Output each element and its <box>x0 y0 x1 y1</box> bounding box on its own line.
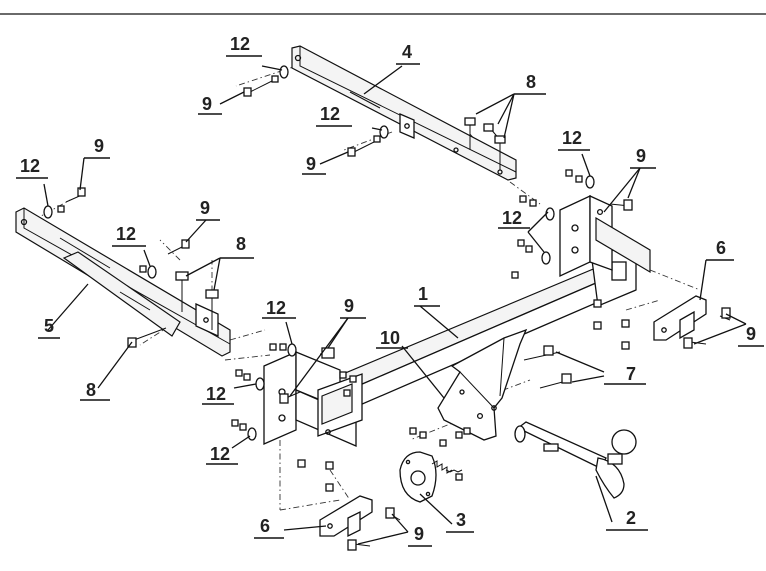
left-end-plate <box>263 351 363 447</box>
callout-12-right-top: 12 <box>562 128 582 148</box>
part-6-lower-bracket-right <box>653 295 707 341</box>
callout-9-right-top: 9 <box>636 146 646 166</box>
callout-9-bottom: 9 <box>414 524 424 544</box>
part-6-lower-bracket-left <box>319 495 373 538</box>
callout-12-left: 12 <box>20 156 40 176</box>
fasteners <box>43 65 731 551</box>
callout-6-left: 6 <box>260 516 270 536</box>
callout-12-upper-mid: 12 <box>320 104 340 124</box>
callout-10: 10 <box>380 328 400 348</box>
callout-2: 2 <box>626 508 636 528</box>
callout-4: 4 <box>402 42 412 62</box>
callout-12-lower-left: 12 <box>206 384 226 404</box>
callout-3: 3 <box>456 510 466 530</box>
callout-12-bottom-left: 12 <box>210 444 230 464</box>
callout-labels: 1 2 3 4 5 6 6 7 8 8 8 9 9 9 9 9 9 <box>16 34 764 547</box>
callout-9-center: 9 <box>344 296 354 316</box>
part-4-side-bracket <box>291 45 517 181</box>
part-5-side-bracket <box>15 207 231 357</box>
part-3-socket-plate <box>399 451 463 503</box>
callout-12-top: 12 <box>230 34 250 54</box>
part-2-tow-ball <box>514 421 637 499</box>
callout-8-mid: 8 <box>236 234 246 254</box>
callout-12-center: 12 <box>266 298 286 318</box>
callout-9-top-left: 9 <box>202 94 212 114</box>
callout-8-low: 8 <box>86 380 96 400</box>
part-10-ball-mount-plate <box>437 328 528 441</box>
callout-9-left-mid: 9 <box>200 198 210 218</box>
callout-9-upper-mid: 9 <box>306 154 316 174</box>
callout-6-right: 6 <box>716 238 726 258</box>
callout-8-top: 8 <box>526 72 536 92</box>
callout-5: 5 <box>44 316 54 336</box>
leader-lines <box>43 65 747 545</box>
callout-1: 1 <box>418 284 428 304</box>
callout-7: 7 <box>626 364 636 384</box>
callout-12-right-mid: 12 <box>502 208 522 228</box>
callout-9-left: 9 <box>94 136 104 156</box>
right-end-plate <box>559 194 651 278</box>
callout-12-left-mid: 12 <box>116 224 136 244</box>
callout-9-right: 9 <box>746 324 756 344</box>
